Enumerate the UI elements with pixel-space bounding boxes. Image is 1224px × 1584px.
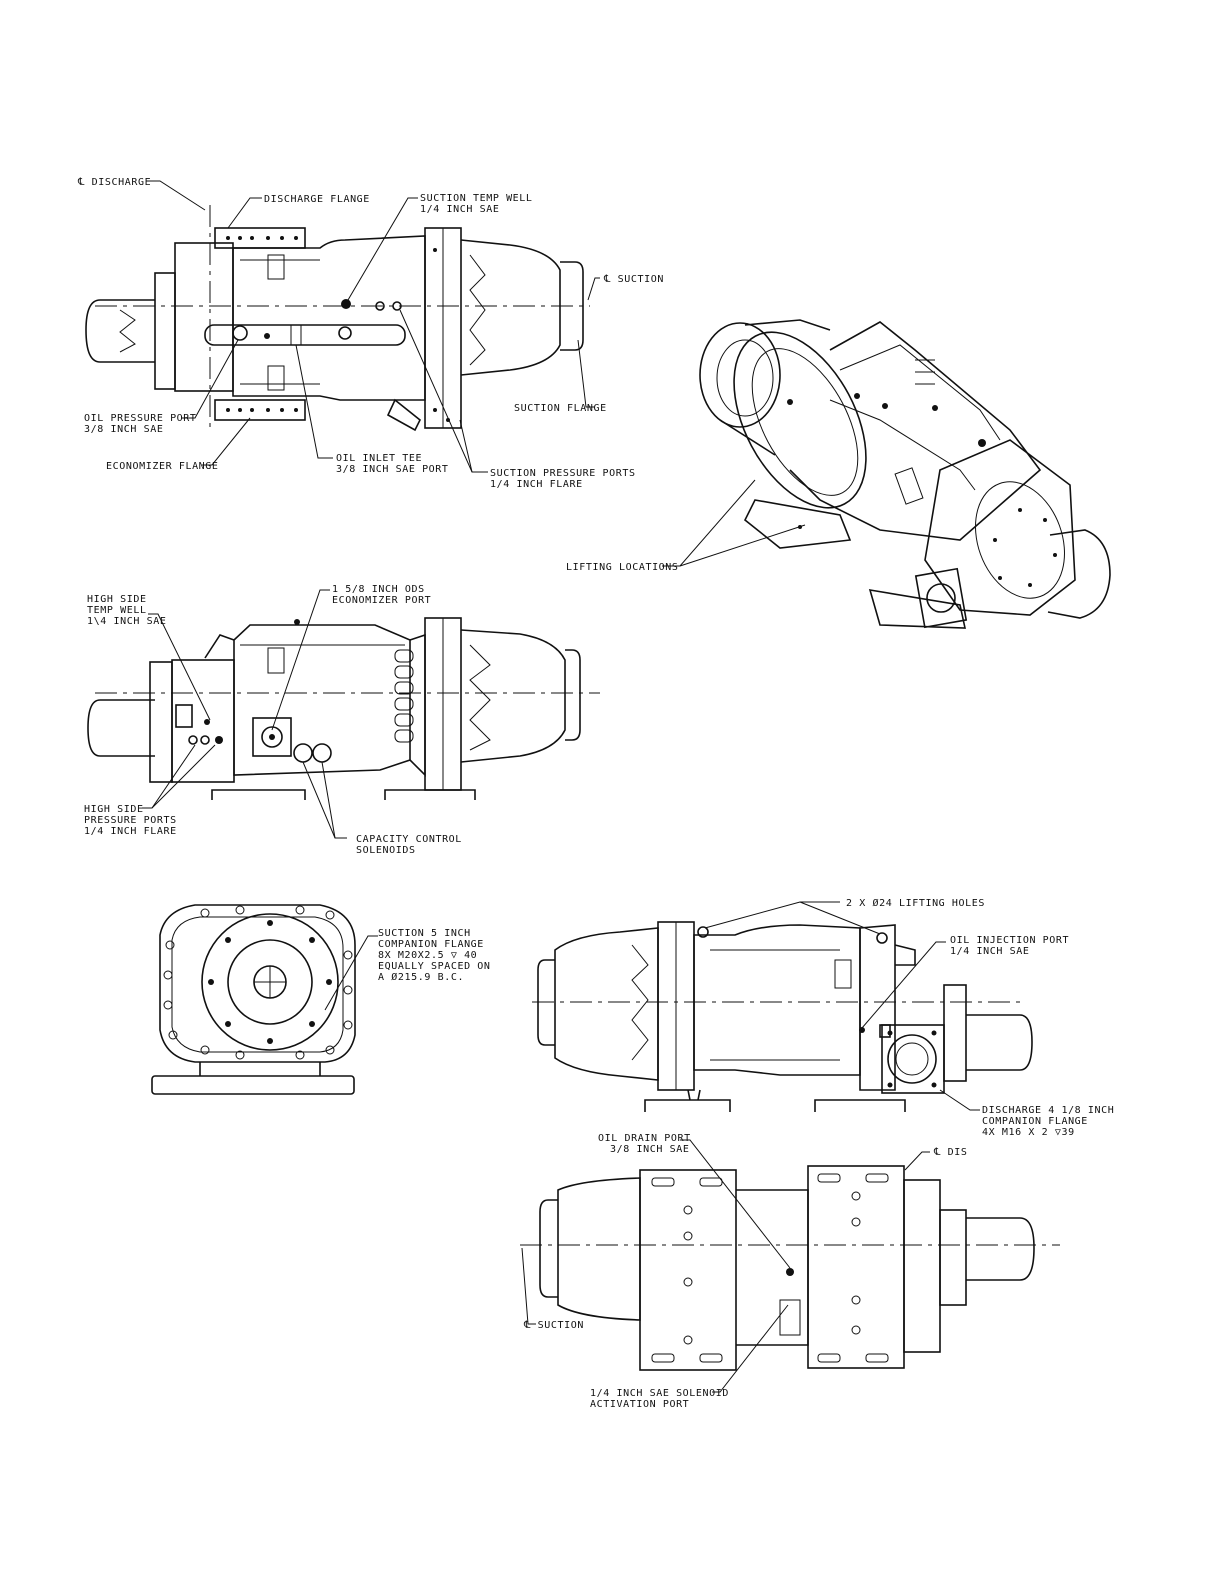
suction-temp-well-label: SUCTION TEMP WELL	[420, 193, 533, 204]
suction-companion-flange-label: SUCTION 5 INCH	[378, 928, 471, 939]
oil-inlet-tee-size-label: 3/8 INCH SAE PORT	[336, 464, 449, 475]
capacity-control-label: CAPACITY CONTROL	[356, 834, 462, 845]
suction-companion-spacing-label: EQUALLY SPACED ON	[378, 961, 491, 972]
discharge-companion-flange-label: DISCHARGE 4 1/8 INCH	[982, 1105, 1114, 1116]
solenoid-activation-port-label: ACTIVATION PORT	[590, 1399, 689, 1410]
high-side-temp-well-size-label: 1\4 INCH SAE	[87, 616, 166, 627]
solenoid-activation-port-size-label: 1/4 INCH SAE SOLENOID	[590, 1388, 729, 1399]
economizer-port-size-label: 1 5/8 INCH ODS	[332, 584, 425, 595]
cl-suction-label: ℄ SUCTION	[603, 274, 664, 285]
oil-inlet-tee-label: OIL INLET TEE	[336, 453, 422, 464]
cl-dis-label: ℄ DIS	[933, 1147, 968, 1158]
oil-pressure-port-size-label: 3/8 INCH SAE	[84, 424, 163, 435]
discharge-flange-label: DISCHARGE FLANGE	[264, 194, 370, 205]
bottom-view: OIL DRAIN PORT 3/8 INCH SAE ℄ DIS ℄ SUCT…	[520, 1133, 1060, 1410]
cl-discharge-label: ℄ DISCHARGE	[77, 177, 151, 188]
high-side-pressure-ports-label-2: PRESSURE PORTS	[84, 815, 177, 826]
suction-companion-flange-label-2: COMPANION FLANGE	[378, 939, 484, 950]
suction-companion-bc-label: A Ø215.9 B.C.	[378, 971, 464, 983]
discharge-companion-bolt-label: 4X M16 X 2 ▽39	[982, 1127, 1075, 1138]
top-view: ℄ DISCHARGE DISCHARGE FLANGE SUCTION TEM…	[77, 177, 664, 490]
oil-injection-port-label: OIL INJECTION PORT	[950, 935, 1069, 946]
oil-injection-port-size-label: 1/4 INCH SAE	[950, 946, 1029, 957]
suction-flange-label: SUCTION FLANGE	[514, 403, 607, 414]
cl-suction-bottom-label: ℄ SUCTION	[523, 1320, 584, 1331]
side-view: HIGH SIDE TEMP WELL 1\4 INCH SAE 1 5/8 I…	[84, 584, 600, 856]
suction-companion-bolt-label: 8X M20X2.5 ▽ 40	[378, 950, 477, 961]
isometric-view: LIFTING LOCATIONS	[566, 319, 1111, 629]
suction-pressure-ports-size-label: 1/4 INCH FLARE	[490, 479, 583, 490]
economizer-flange-label: ECONOMIZER FLANGE	[106, 461, 219, 472]
end-view: SUCTION 5 INCH COMPANION FLANGE 8X M20X2…	[151, 904, 491, 1095]
high-side-temp-well-label-2: TEMP WELL	[87, 605, 147, 616]
economizer-port-label: ECONOMIZER PORT	[332, 595, 431, 606]
high-side-temp-well-label: HIGH SIDE	[87, 594, 147, 605]
high-side-pressure-ports-label: HIGH SIDE	[84, 804, 144, 815]
capacity-control-label-2: SOLENOIDS	[356, 845, 416, 856]
high-side-pressure-ports-size-label: 1/4 INCH FLARE	[84, 826, 177, 837]
oil-drain-port-size-label: 3/8 INCH SAE	[610, 1144, 689, 1155]
rear-view: 2 X Ø24 LIFTING HOLES OIL INJECTION PORT…	[532, 897, 1114, 1138]
suction-pressure-ports-label: SUCTION PRESSURE PORTS	[490, 468, 636, 479]
discharge-companion-flange-label-2: COMPANION FLANGE	[982, 1116, 1088, 1127]
lifting-holes-label: 2 X Ø24 LIFTING HOLES	[846, 897, 985, 909]
suction-temp-well-size-label: 1/4 INCH SAE	[420, 204, 499, 215]
lifting-locations-label: LIFTING LOCATIONS	[566, 562, 679, 573]
oil-pressure-port-label: OIL PRESSURE PORT	[84, 413, 197, 424]
oil-drain-port-label: OIL DRAIN PORT	[598, 1133, 691, 1144]
